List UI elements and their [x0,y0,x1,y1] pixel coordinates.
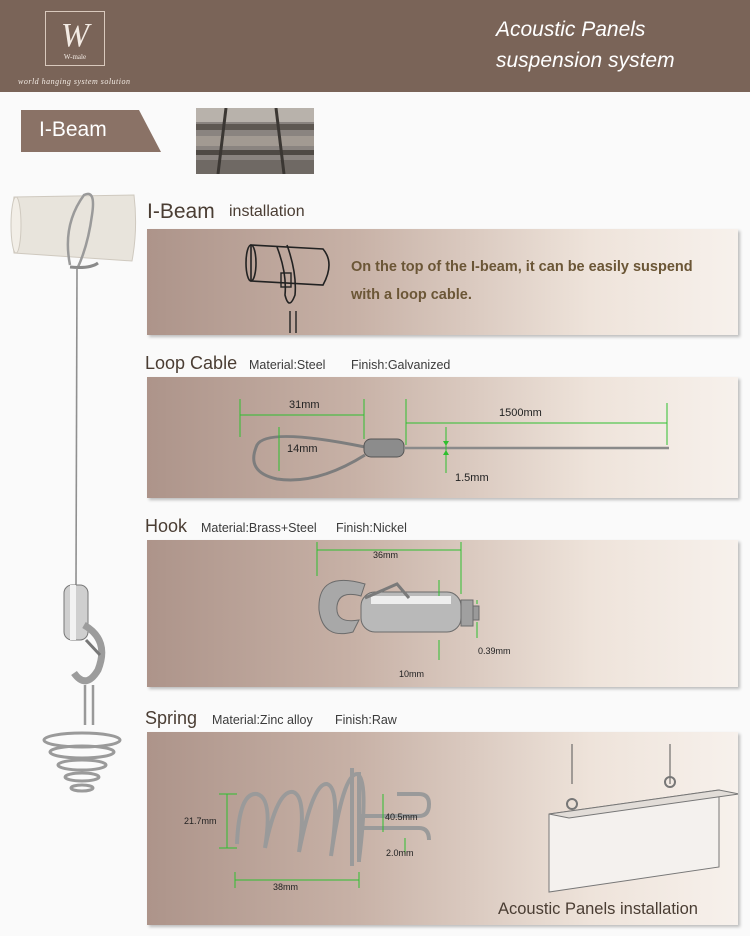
loop-cable-drawing [239,399,669,482]
spring-title: Spring [145,708,198,728]
dim-cable-length: 1500mm [499,407,542,419]
spring-finish: Finish:Raw [335,713,397,727]
loop-cable-title: Loop Cable [145,353,238,373]
hook-material: Material:Brass+Steel [201,521,317,535]
dim-cable-diameter: 1.5mm [455,472,489,484]
dim-loop-length: 31mm [289,399,320,411]
spring-panel: 21.7mm 38mm 40.5mm 2.0mm Acoustic Panels… [147,732,738,925]
acoustic-panels-installation-caption: Acoustic Panels installation [498,900,698,918]
dim-loop-height: 14mm [287,443,318,455]
installation-panel: On the top of the I-beam, it can be easi… [147,229,738,335]
installation-text-line2: with a loop cable. [351,287,472,303]
dim-spring-length: 38mm [273,882,299,892]
dim-spring-wire: 2.0mm [386,848,414,858]
spring-drawing [219,744,738,893]
page-header: W W-male world hanging system solution A… [0,0,750,92]
hook-panel: 36mm 10mm 0.39mm [147,540,738,687]
hook-title: Hook [145,516,188,536]
dim-spring-loop: 40.5mm [385,812,418,822]
logo: W W-male [45,11,105,66]
loop-cable-panel: 31mm 1500mm 14mm 1.5mm [147,377,738,498]
hook-drawing [316,542,480,660]
dim-hook-thread: 0.39mm [478,646,511,656]
ibeam-tab-label: I-Beam [39,118,107,141]
dim-spring-height: 21.7mm [184,816,217,826]
hook-finish: Finish:Nickel [336,521,407,535]
loop-cable-finish: Finish:Galvanized [351,358,451,372]
installation-text-line1: On the top of the I-beam, it can be easi… [351,259,693,275]
page-title-line1: Acoustic Panels [496,18,646,41]
dim-hook-body: 10mm [399,669,425,679]
logo-name: W-male [63,53,87,61]
logo-mark: W [60,17,90,54]
ibeam-photo [196,108,314,174]
ibeam-tab: I-Beam [21,110,161,152]
assembled-system-illustration [10,192,137,793]
ibeam-loop-sketch [245,244,330,333]
installation-title-main: I-Beam [147,200,215,223]
installation-title-rest: installation [229,203,305,220]
tab-shape [21,110,161,152]
dim-hook-length: 36mm [373,550,399,560]
tagline: world hanging system solution [18,77,131,86]
spring-material: Material:Zinc alloy [212,713,313,727]
page-title-line2: suspension system [496,49,675,72]
loop-cable-material: Material:Steel [249,358,326,372]
